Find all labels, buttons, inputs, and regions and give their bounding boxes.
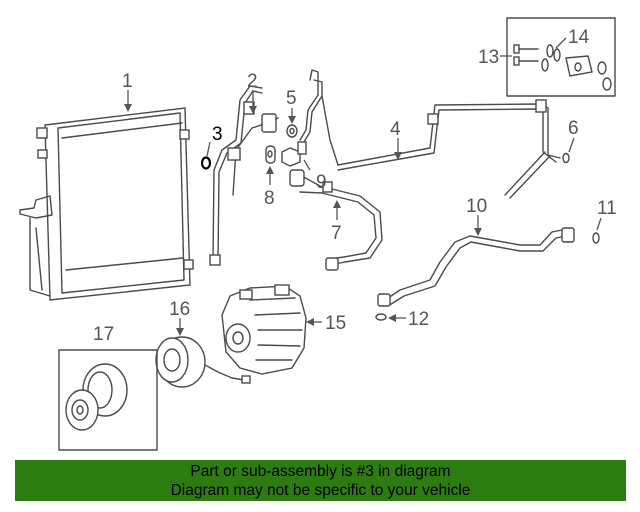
compressor-part [221,284,307,375]
o-ring-part-3 [200,156,212,170]
gasket-part-8 [265,145,276,164]
callout-2[interactable]: 2 [247,71,258,92]
hardware-inset [506,17,616,97]
ac-parts-diagram: 1 2 3 4 5 6 7 8 9 10 11 12 13 14 15 16 1… [19,17,617,451]
callout-9[interactable]: 9 [316,172,327,193]
discharge-hose-part [377,227,575,307]
condenser-line-part [209,85,279,266]
leader-lines [124,37,602,336]
callout-7[interactable]: 7 [331,223,342,244]
callout-15[interactable]: 15 [325,313,346,334]
callout-12[interactable]: 12 [408,309,429,330]
callout-1[interactable]: 1 [122,71,133,92]
banner-line-disclaimer: Diagram may not be specific to your vehi… [170,482,471,499]
callout-4[interactable]: 4 [390,119,401,140]
liquid-line-part [299,69,561,199]
callout-14[interactable]: 14 [568,27,590,48]
callout-17[interactable]: 17 [93,324,114,345]
banner-line-part-number: Part or sub-assembly is #3 in diagram [190,463,451,480]
clutch-coil-part [155,336,251,388]
o-ring-part-6 [562,152,570,164]
o-ring-part-12 [375,313,387,321]
seal-part-5 [286,124,298,138]
callout-labels: 1 2 3 4 5 6 7 8 9 10 11 12 13 14 15 16 1… [93,27,617,345]
o-ring-part-11 [592,232,600,244]
clutch-assembly-inset [58,349,158,451]
callout-3[interactable]: 3 [212,124,223,145]
callout-5[interactable]: 5 [286,88,297,109]
callout-13[interactable]: 13 [478,47,499,68]
suction-hose-part [289,169,383,271]
valve-part-9 [281,141,307,167]
callout-11[interactable]: 11 [597,198,617,219]
callout-16[interactable]: 16 [169,299,190,320]
condenser-part [19,107,194,301]
callout-8[interactable]: 8 [264,188,275,209]
callout-6[interactable]: 6 [568,118,579,139]
info-banner: Part or sub-assembly is #3 in diagram Di… [15,460,626,501]
callout-10[interactable]: 10 [466,196,487,217]
